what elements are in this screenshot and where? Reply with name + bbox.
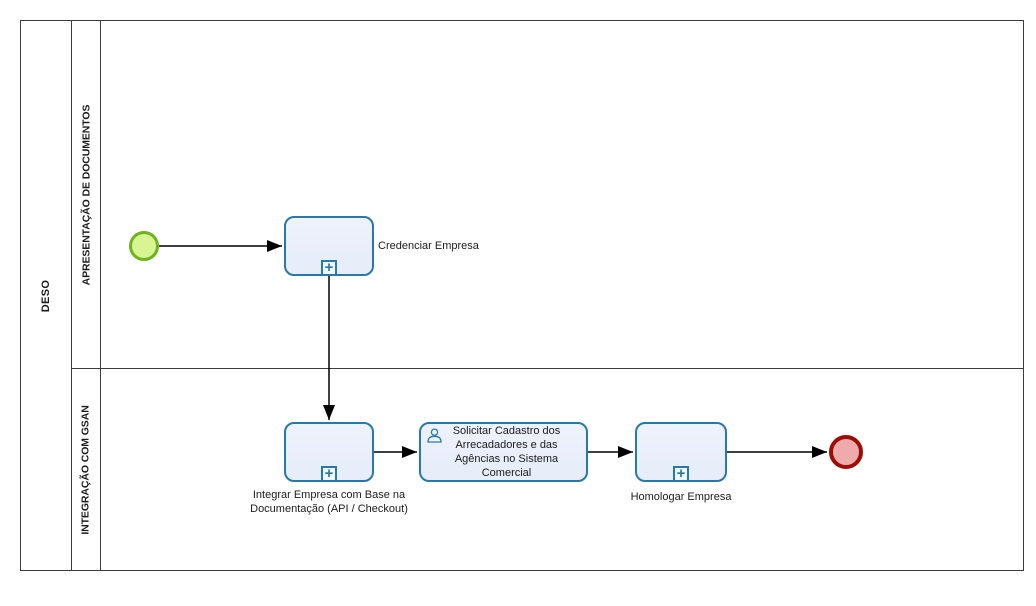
subprocess-plus-icon[interactable]: + bbox=[673, 466, 689, 482]
task-solicitar-cadastro-label: Solicitar Cadastro dos Arrecadadores e d… bbox=[452, 425, 561, 479]
task-credenciar-empresa-label: Credenciar Empresa bbox=[378, 240, 479, 252]
task-solicitar-cadastro[interactable]: Solicitar Cadastro dos Arrecadadores e d… bbox=[419, 422, 588, 482]
pool-name: DESO bbox=[40, 279, 52, 312]
task-integrar-empresa[interactable]: + bbox=[284, 422, 374, 482]
task-homologar-empresa[interactable]: + bbox=[635, 422, 727, 482]
pool-name-cell: DESO bbox=[21, 21, 72, 570]
lane-apresentacao-label-cell: APRESENTAÇÃO DE DOCUMENTOS bbox=[72, 21, 101, 368]
lane-integracao-com-gsan: INTEGRAÇÃO COM GSAN bbox=[72, 369, 1023, 570]
subprocess-plus-icon[interactable]: + bbox=[321, 260, 337, 276]
subprocess-plus-icon[interactable]: + bbox=[321, 466, 337, 482]
start-event[interactable] bbox=[129, 231, 159, 261]
lanes-container: APRESENTAÇÃO DE DOCUMENTOS INTEGRAÇÃO CO… bbox=[72, 21, 1023, 570]
task-homologar-empresa-label: Homologar Empresa bbox=[630, 491, 732, 503]
lane-apresentacao-label: APRESENTAÇÃO DE DOCUMENTOS bbox=[80, 104, 92, 285]
user-task-icon bbox=[426, 428, 443, 447]
end-event[interactable] bbox=[829, 435, 863, 469]
process-pool: DESO APRESENTAÇÃO DE DOCUMENTOS INTEGRAÇ… bbox=[20, 20, 1024, 571]
lane-integracao-label: INTEGRAÇÃO COM GSAN bbox=[80, 404, 93, 535]
lane-apresentacao-de-documentos: APRESENTAÇÃO DE DOCUMENTOS bbox=[72, 21, 1023, 369]
lane-integracao-label-cell: INTEGRAÇÃO COM GSAN bbox=[72, 369, 101, 570]
task-credenciar-empresa[interactable]: + bbox=[284, 216, 374, 276]
task-integrar-empresa-label: Integrar Empresa com Base na Documentaçã… bbox=[250, 489, 408, 515]
